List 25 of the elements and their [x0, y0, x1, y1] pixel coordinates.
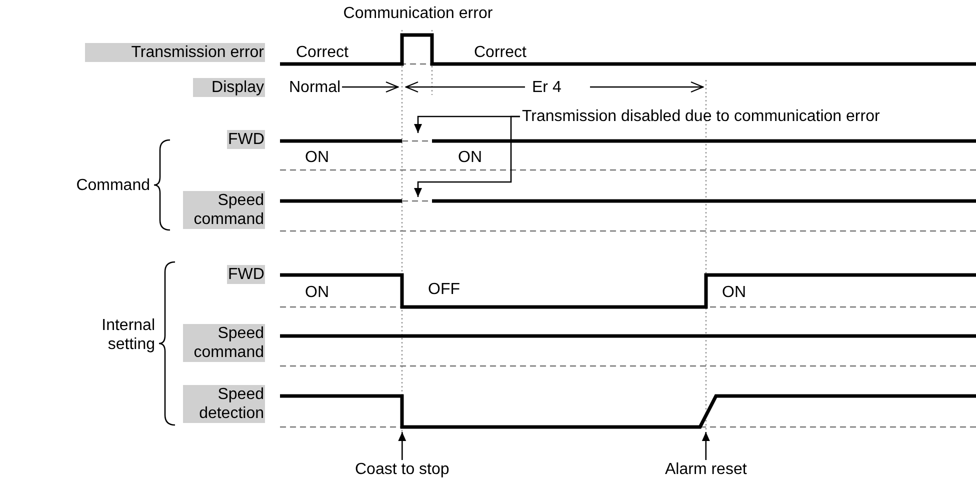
state-label: ON: [305, 283, 329, 302]
event-label: Coast to stop: [355, 460, 450, 479]
group-label: Command: [75, 176, 150, 195]
state-label: Normal: [289, 78, 341, 97]
annotation-text: Transmission disabled due to communication error: [522, 107, 880, 126]
signal-name: FWD: [227, 265, 265, 284]
event-label: Alarm reset: [665, 460, 747, 479]
state-label: ON: [305, 148, 329, 167]
group-label: Internal setting: [100, 316, 155, 354]
signal-name: Transmission error: [85, 43, 265, 62]
signal-name: Speed command: [183, 324, 265, 362]
state-label: Er 4: [532, 78, 562, 97]
signal-name: Speed detection: [183, 385, 265, 423]
leader-line: [702, 432, 710, 460]
signal-name: Speed command: [183, 191, 265, 229]
leader-line: [414, 116, 520, 197]
leader-line: [398, 432, 406, 460]
state-label: Correct: [474, 43, 526, 62]
state-label: Correct: [296, 43, 348, 62]
state-label: OFF: [428, 280, 460, 299]
state-label: ON: [722, 283, 746, 302]
signal-name: Display: [193, 78, 265, 97]
state-label: ON: [458, 148, 482, 167]
event-label: Communication error: [342, 4, 494, 23]
signal-name: FWD: [227, 130, 265, 149]
